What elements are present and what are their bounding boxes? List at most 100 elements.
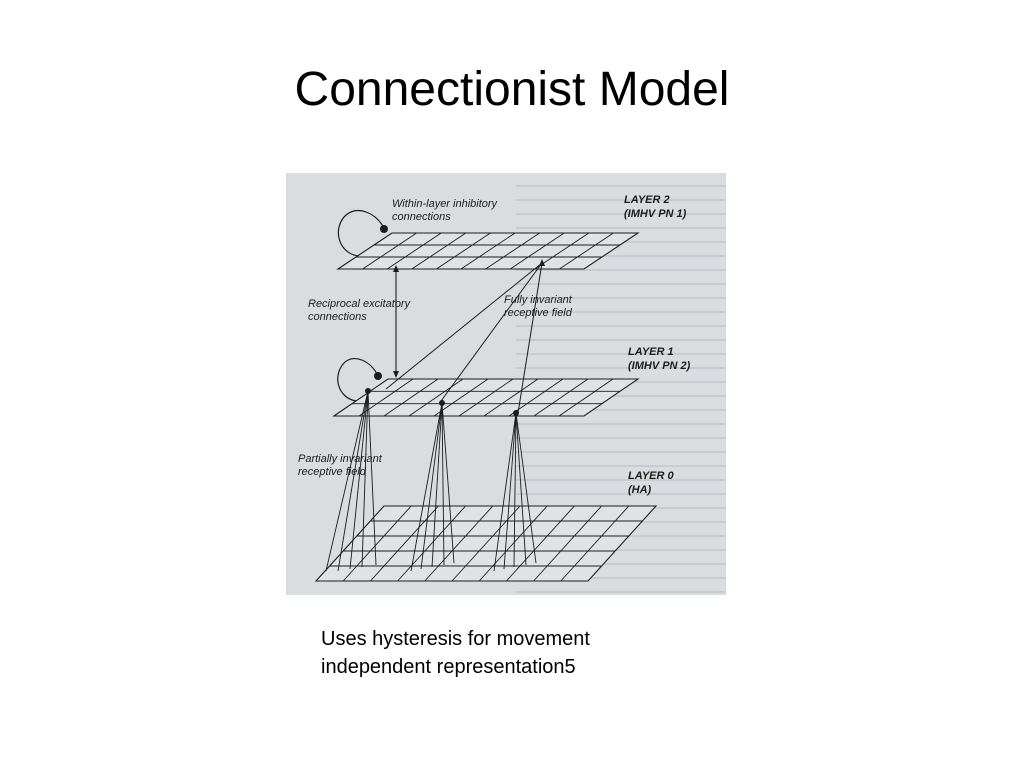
paper-text-line [516,437,726,439]
paper-text-line [516,577,726,579]
paper-text-line [516,451,726,453]
partially-invariant-connection [361,390,369,568]
inhibitory-label-line1: Within-layer inhibitory [392,198,499,210]
partially-invariant-connection [367,390,377,566]
grid-line [386,232,442,270]
partially-invariant-connection [410,402,443,572]
grid-line [533,505,602,582]
grid-line [506,505,575,582]
diagram-canvas: LAYER 2 (IMHV PN 1) LAYER 1 (IMHV PN 2) … [298,185,726,593]
paper-text-line [516,549,726,551]
layer-2-subname: (IMHV PN 1) [624,208,687,220]
paper-text-line [516,339,726,341]
inhibitory-loop-layer1 [337,358,379,402]
paper-text-line [516,563,726,565]
grid-line [458,378,514,417]
paper-text-line [516,353,726,355]
grid-line [533,378,589,417]
fully-invariant-label-line1: Fully invariant [504,294,573,306]
connection-lines [325,259,545,572]
grid-line [460,232,516,270]
fully-invariant-label-line2: receptive field [504,307,573,319]
paper-text-line [516,325,726,327]
paper-text-line [516,479,726,481]
partially-invariant-connection [515,412,537,564]
partially-invariant-connection [493,412,517,572]
paper-text-line [516,465,726,467]
grid-line [451,505,521,582]
partially-invariant-connection [441,402,455,564]
partially-invariant-label-line1: Partially invariant [298,453,383,465]
receptive-node [365,388,371,394]
arrowhead [539,259,545,266]
partially-invariant-label-line2: receptive field [298,466,367,478]
paper-text-line [516,395,726,397]
grid-line [342,505,412,582]
layer-2-name: LAYER 2 [624,194,670,206]
grid-line [358,378,414,417]
partially-invariant-connection [420,402,443,570]
grid-line [424,505,494,582]
partially-invariant-connection [349,390,369,570]
grid-line [485,232,540,270]
partially-invariant-connection [325,390,369,572]
partially-invariant-connection [441,402,445,566]
paper-text-line [516,297,726,299]
grid-line [411,232,467,270]
grid-line [483,378,539,417]
inhibitory-label-line2: connections [392,211,451,223]
fully-invariant-connection [517,262,543,414]
fully-invariant-connection [385,262,543,390]
grid-line [559,232,614,270]
partially-invariant-connection [515,412,527,566]
reciprocal-label-line2: connections [308,311,367,323]
paper-text-line [516,367,726,369]
paper-text-line [516,255,726,257]
layer-0-name: LAYER 0 [628,470,675,482]
partially-invariant-connection [431,402,443,568]
grid-line [508,378,564,417]
layer-1-name: LAYER 1 [628,346,674,358]
reciprocal-label-line1: Reciprocal excitatory [308,298,412,310]
partially-invariant-connection [337,390,369,572]
grid-line [433,378,489,417]
caption: Uses hysteresis for movement independent… [321,625,741,681]
grid-line [362,232,417,270]
inhibitory-node-layer1 [374,372,382,380]
arrowhead [393,371,399,378]
paper-text-line [516,591,726,593]
paper-text-line [516,185,726,187]
paper-text-line [516,283,726,285]
paper-text-line [516,311,726,313]
arrowhead [393,265,399,272]
paper-text-line [516,269,726,271]
paper-text-line [516,199,726,201]
grid-line [397,505,466,582]
layer-1-grid [332,378,640,417]
grid-line [534,232,590,270]
layer-1-subname: (IMHV PN 2) [628,360,691,372]
grid-line [558,378,614,417]
connectionist-diagram: LAYER 2 (IMHV PN 1) LAYER 1 (IMHV PN 2) … [286,173,726,595]
slide-title: Connectionist Model [294,63,730,116]
paper-text-line [516,493,726,495]
inhibitory-node-layer2 [380,225,388,233]
grid-line [408,378,464,417]
grid-line [560,505,630,582]
inhibitory-loop-layer2 [337,210,385,257]
paper-text-line [516,227,726,229]
fully-invariant-connection [440,262,543,402]
receptive-node [439,400,445,406]
receptive-node [513,410,519,416]
paper-text-line [516,409,726,411]
partially-invariant-connection [513,412,517,568]
grid-line [383,378,439,417]
layer-0-grid [314,505,658,582]
grid-line [478,505,548,582]
caption-line-1: Uses hysteresis for movement [321,628,590,650]
grid-line [509,232,565,270]
grid-line [436,232,491,270]
caption-line-2: independent representation5 [321,656,576,678]
paper-text-line [516,423,726,425]
